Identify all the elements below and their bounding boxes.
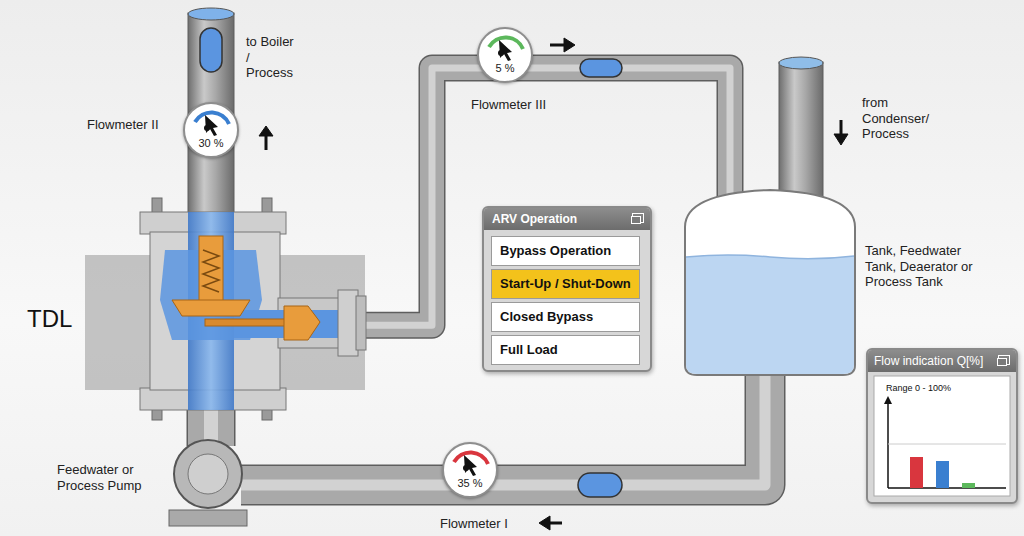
mode-row: Closed Bypass bbox=[491, 302, 640, 332]
window-icon bbox=[997, 358, 1007, 366]
chart-range: Range 0 - 100% bbox=[886, 383, 951, 394]
valve-side-flange bbox=[356, 296, 366, 350]
water-surface bbox=[686, 255, 854, 259]
bar-chart bbox=[868, 350, 1016, 502]
flow-arrow bbox=[550, 38, 575, 52]
gauge-hub bbox=[498, 50, 504, 56]
mode-row: Start-Up / Shut-Down bbox=[491, 269, 640, 299]
valve-spring bbox=[203, 250, 219, 292]
gauge-value: 35 % bbox=[444, 477, 496, 490]
flowmeter-gauge: Flowmeter II30 % bbox=[183, 102, 239, 158]
valve-name: TDL bbox=[27, 305, 72, 334]
valve: TDL bbox=[85, 255, 365, 390]
mode-label: Start-Up / Shut-Down bbox=[500, 276, 631, 292]
feedwater-tank: Tank, Feedwater Tank, Deaerator or Proce… bbox=[683, 185, 857, 377]
mode-row: Bypass Operation bbox=[491, 236, 640, 266]
flow-bar bbox=[962, 483, 975, 488]
valve-disk bbox=[172, 300, 250, 316]
pipe-destination-label: to Boiler / Process bbox=[246, 34, 300, 81]
tank-vessel bbox=[683, 185, 857, 377]
mode-label: Bypass Operation bbox=[500, 243, 611, 259]
sight-glass bbox=[580, 59, 622, 77]
pipe-body bbox=[365, 68, 730, 325]
sight-glass bbox=[578, 473, 622, 497]
valve-stem bbox=[205, 319, 290, 326]
pipe-opening bbox=[188, 8, 234, 20]
flow-bar bbox=[910, 457, 923, 488]
condenser-pipe bbox=[779, 62, 823, 202]
panel-title: Flow indication Q[%] bbox=[874, 354, 983, 368]
flow-indication-panel: Flow indication Q[%] Range 0 - 100% bbox=[866, 348, 1018, 504]
pump-label: Feedwater or Process Pump bbox=[57, 462, 155, 493]
gauge-needle bbox=[464, 455, 477, 476]
gauge-value: 30 % bbox=[185, 137, 237, 150]
valve-plug bbox=[199, 236, 223, 306]
pump-impeller bbox=[188, 454, 228, 494]
gauge-needle bbox=[205, 115, 218, 136]
valve-side-flange bbox=[338, 290, 358, 356]
tank-shell bbox=[685, 190, 855, 375]
mode-label: Closed Bypass bbox=[500, 309, 593, 325]
chart-grid bbox=[888, 444, 1006, 445]
gauge-needle bbox=[499, 40, 512, 61]
gauge-heading: Flowmeter I bbox=[440, 516, 508, 532]
gauge-hub bbox=[463, 465, 469, 471]
pipe-opening bbox=[779, 57, 823, 69]
chart-axis bbox=[887, 402, 889, 488]
chart-ground bbox=[874, 376, 1010, 496]
pump: Feedwater or Process Pump bbox=[165, 436, 251, 528]
panel-title: ARV Operation bbox=[492, 212, 577, 226]
bypass-plug bbox=[284, 306, 320, 340]
mode-label: Full Load bbox=[500, 342, 558, 358]
gauge-hub bbox=[204, 125, 210, 131]
flow-arrow bbox=[539, 516, 562, 530]
gauge-heading: Flowmeter II bbox=[87, 117, 159, 133]
pipe-highlight bbox=[365, 68, 730, 325]
tank-label: Tank, Feedwater Tank, Deaerator or Proce… bbox=[865, 243, 995, 290]
pipe-destination-label: from Condenser/ Process bbox=[862, 95, 942, 142]
gauge-value: 5 % bbox=[479, 62, 531, 75]
flow-bar bbox=[936, 461, 949, 488]
axis-head bbox=[884, 396, 892, 404]
pump-body bbox=[165, 436, 251, 528]
pump-casing bbox=[174, 440, 242, 508]
pipe bbox=[365, 68, 730, 325]
flow-arrow bbox=[259, 126, 273, 150]
mode-row: Full Load bbox=[491, 335, 640, 365]
flow-arrow bbox=[834, 120, 848, 145]
pump-base bbox=[169, 510, 247, 526]
flowmeter-gauge: Flowmeter I35 % bbox=[442, 442, 498, 498]
window-icon bbox=[631, 216, 641, 224]
gauge-heading: Flowmeter III bbox=[471, 97, 546, 113]
sight-glass bbox=[200, 28, 222, 72]
operation-panel: ARV OperationBypass OperationStart-Up / … bbox=[482, 206, 652, 372]
tank-water bbox=[686, 255, 854, 374]
pipe-wall bbox=[365, 68, 730, 325]
flowmeter-gauge: Flowmeter III5 % bbox=[477, 27, 533, 83]
